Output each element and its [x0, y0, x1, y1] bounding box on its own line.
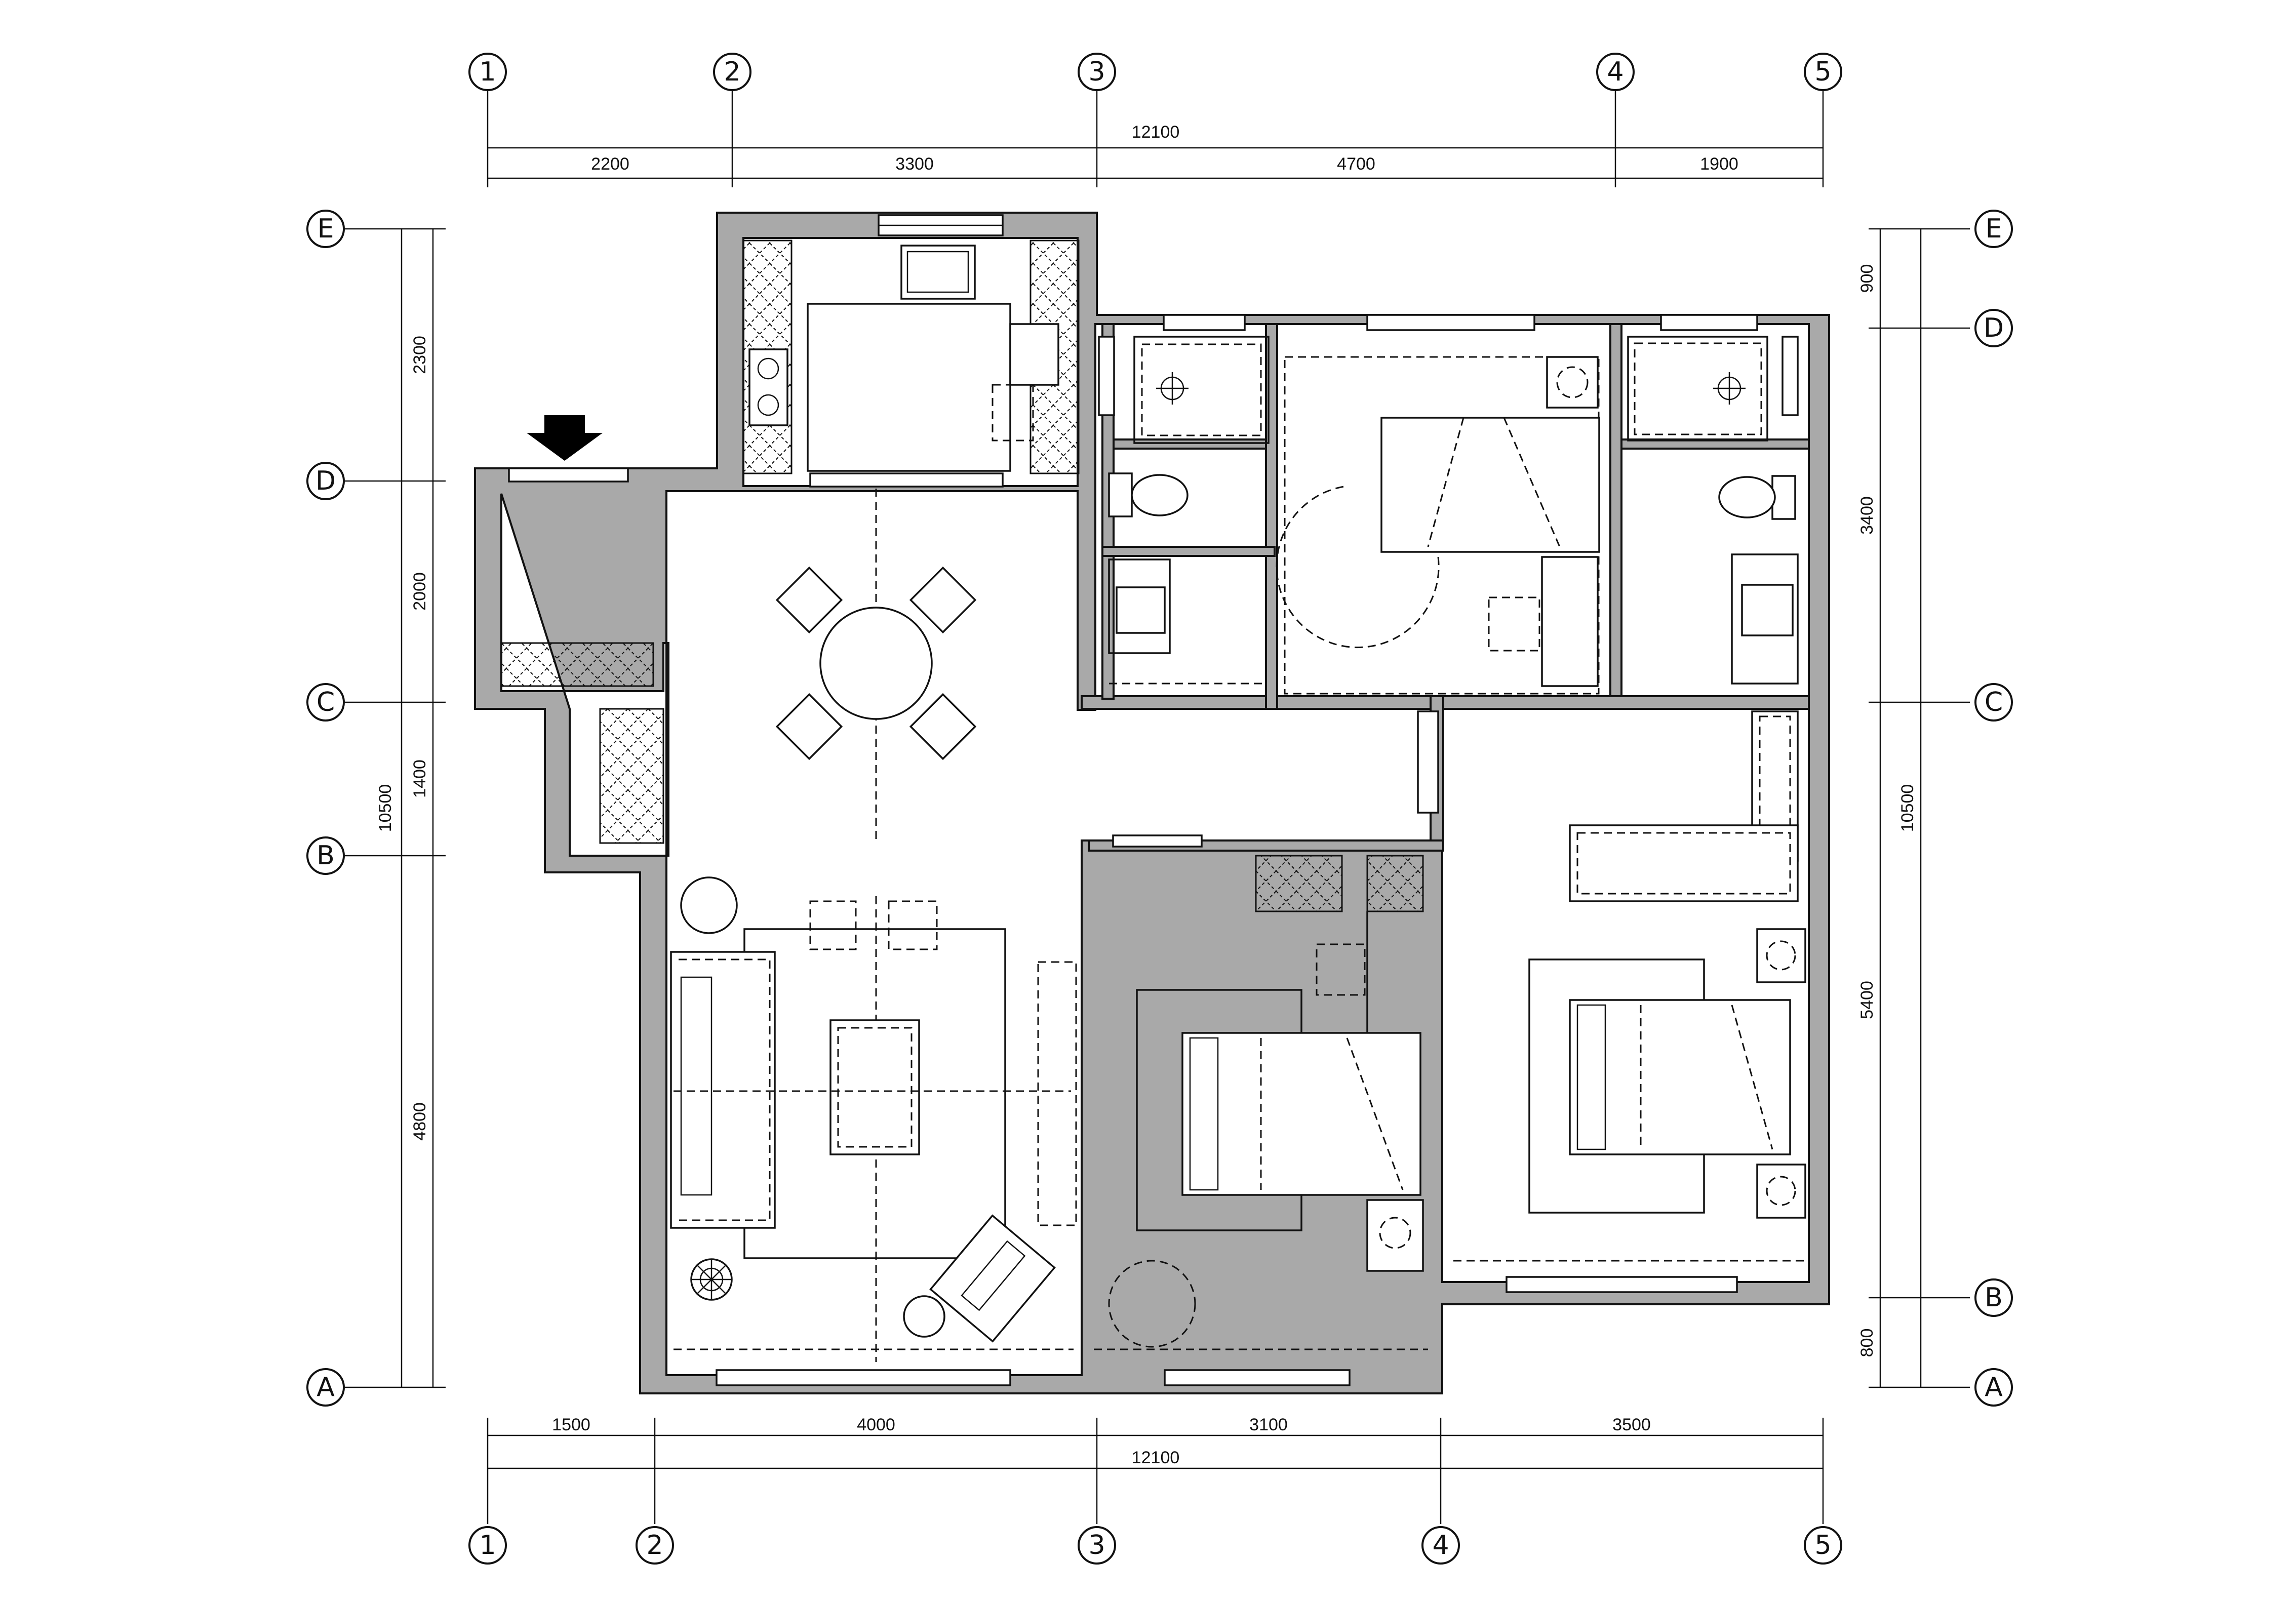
right-span-1: 900 — [1857, 264, 1877, 293]
axis-bubble-5-top: 5 — [1814, 57, 1831, 87]
bedroom-southwest — [1094, 855, 1428, 1350]
left-total-dim: 10500 — [376, 784, 395, 832]
axis-bubble-2-top: 2 — [724, 57, 740, 87]
windows — [508, 214, 1799, 1386]
axis-bubble-4-top: 4 — [1607, 57, 1624, 87]
axis-bubble-B-right: B — [1985, 1283, 2003, 1313]
entry-arrow-icon — [527, 415, 603, 461]
left-span-3: 1400 — [410, 759, 429, 798]
right-span-2: 3400 — [1857, 496, 1877, 535]
dining-table — [775, 489, 977, 1362]
shoe-cabinet — [599, 708, 664, 844]
axis-bubble-3-bottom: 3 — [1088, 1530, 1105, 1560]
bedroom-southeast — [1453, 710, 1806, 1262]
axis-bubble-A-right: A — [1985, 1372, 2003, 1403]
top-span-4: 1900 — [1700, 154, 1738, 174]
right-span-3: 5400 — [1857, 981, 1877, 1019]
left-span-1: 2300 — [410, 336, 429, 374]
top-span-3: 4700 — [1337, 154, 1375, 174]
axis-bubble-B-left: B — [316, 840, 335, 871]
bedroom-north — [1276, 356, 1600, 695]
bottom-span-2: 4000 — [857, 1415, 895, 1434]
living-room — [670, 876, 1077, 1350]
right-total-dim: 10500 — [1898, 784, 1917, 832]
bottom-span-4: 3500 — [1612, 1415, 1651, 1434]
bottom-span-1: 1500 — [552, 1415, 590, 1434]
top-total-dim: 12100 — [1132, 123, 1180, 142]
axis-bubble-2-bottom: 2 — [646, 1530, 663, 1560]
bathroom-1 — [1108, 336, 1270, 685]
axis-bubble-4-bottom: 4 — [1432, 1530, 1449, 1560]
bathroom-2 — [1627, 336, 1799, 685]
axis-bubble-A-left: A — [316, 1372, 335, 1403]
top-span-2: 3300 — [895, 154, 934, 174]
entry-cabinet — [500, 642, 654, 687]
right-dimensions: 900 3400 5400 800 10500 E D C B A — [1857, 210, 2013, 1407]
bottom-span-3: 3100 — [1249, 1415, 1288, 1434]
left-dimensions: 10500 2300 2000 1400 4800 E D C B A — [306, 210, 446, 1407]
right-span-4: 800 — [1857, 1329, 1877, 1357]
axis-bubble-C-right: C — [1985, 687, 2003, 717]
top-span-1: 2200 — [591, 154, 629, 174]
axis-bubble-D-right: D — [1984, 313, 2004, 343]
kitchen — [742, 239, 1080, 474]
axis-bubble-E-right: E — [1986, 214, 2002, 244]
axis-bubble-5-bottom: 5 — [1814, 1530, 1831, 1560]
axis-bubble-1-top: 1 — [479, 57, 496, 87]
bottom-dimensions: 1500 4000 3100 3500 12100 1 2 3 4 5 — [468, 1415, 1842, 1565]
axis-bubble-C-left: C — [316, 687, 335, 717]
axis-bubble-1-bottom: 1 — [479, 1530, 496, 1560]
bottom-total-dim: 12100 — [1132, 1448, 1180, 1467]
left-span-2: 2000 — [410, 572, 429, 611]
axis-bubble-E-left: E — [318, 214, 334, 244]
top-dimensions: 12100 2200 3300 4700 1900 1 2 3 4 5 — [468, 53, 1842, 187]
axis-bubble-D-left: D — [315, 466, 336, 496]
left-span-4: 4800 — [410, 1102, 429, 1141]
axis-bubble-3-top: 3 — [1088, 57, 1105, 87]
